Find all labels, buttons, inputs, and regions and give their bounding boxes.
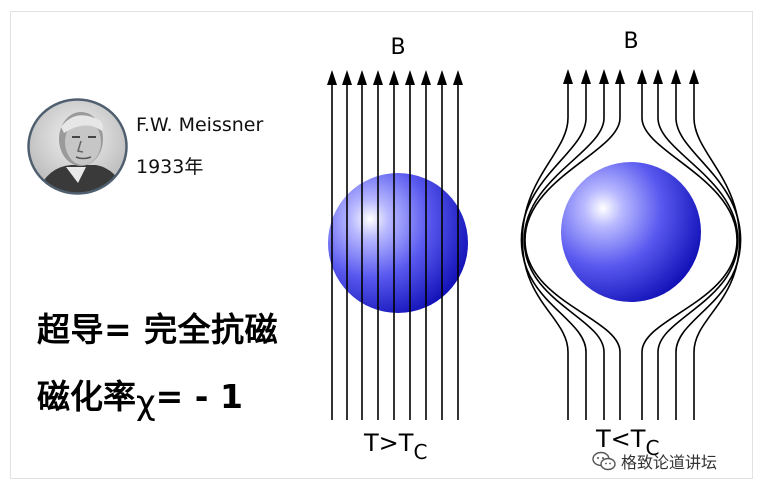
scientist-name: F.W. Meissner bbox=[136, 114, 264, 136]
field-lines-penetrating bbox=[327, 70, 463, 420]
field-line-expelled bbox=[675, 84, 742, 420]
normal-state-panel: B T>TC bbox=[327, 35, 468, 464]
field-arrow bbox=[599, 69, 609, 84]
meissner-portrait bbox=[27, 98, 128, 195]
watermark-text: 格致论道讲坛 bbox=[621, 453, 718, 472]
chat-bubbles-icon bbox=[592, 451, 616, 471]
sphere-normal bbox=[328, 173, 468, 313]
discovery-year: 1933年 bbox=[136, 156, 204, 178]
superconducting-state-panel: B T<TC bbox=[520, 29, 742, 460]
field-line-expelled bbox=[657, 84, 739, 420]
field-arrow bbox=[389, 70, 399, 85]
field-label-right: B bbox=[623, 29, 638, 54]
field-arrow bbox=[437, 70, 447, 85]
field-line-expelled bbox=[693, 84, 741, 420]
field-arrow bbox=[342, 70, 352, 85]
field-arrow bbox=[689, 69, 699, 84]
field-arrow bbox=[453, 70, 463, 85]
field-arrow bbox=[671, 69, 681, 84]
condition-above-tc: T>TC bbox=[363, 429, 427, 464]
field-arrow bbox=[637, 69, 647, 84]
field-arrow bbox=[373, 70, 383, 85]
field-arrow bbox=[615, 69, 625, 84]
field-arrow bbox=[581, 69, 591, 84]
field-lines-expelled bbox=[520, 69, 742, 420]
field-arrow bbox=[405, 70, 415, 85]
field-arrow bbox=[357, 70, 367, 85]
field-line-expelled bbox=[524, 84, 621, 420]
susceptibility-equation: 磁化率χ= - 1 bbox=[37, 370, 243, 423]
watermark: 格致论道讲坛 bbox=[592, 449, 717, 473]
condition-below-tc: T<TC bbox=[595, 425, 659, 460]
field-label-left: B bbox=[390, 35, 405, 60]
field-line-expelled bbox=[521, 84, 569, 420]
superconductor-equation: 超导= 完全抗磁 bbox=[37, 310, 279, 349]
field-line-expelled bbox=[520, 84, 587, 420]
sphere-superconducting bbox=[561, 162, 701, 302]
susceptibility-label: 磁化率 bbox=[37, 377, 136, 416]
field-arrow bbox=[563, 69, 573, 84]
field-arrow bbox=[327, 70, 337, 85]
chi-symbol: χ bbox=[136, 383, 156, 423]
field-arrow bbox=[421, 70, 431, 85]
field-arrow bbox=[653, 69, 663, 84]
susceptibility-value: = - 1 bbox=[155, 377, 243, 416]
